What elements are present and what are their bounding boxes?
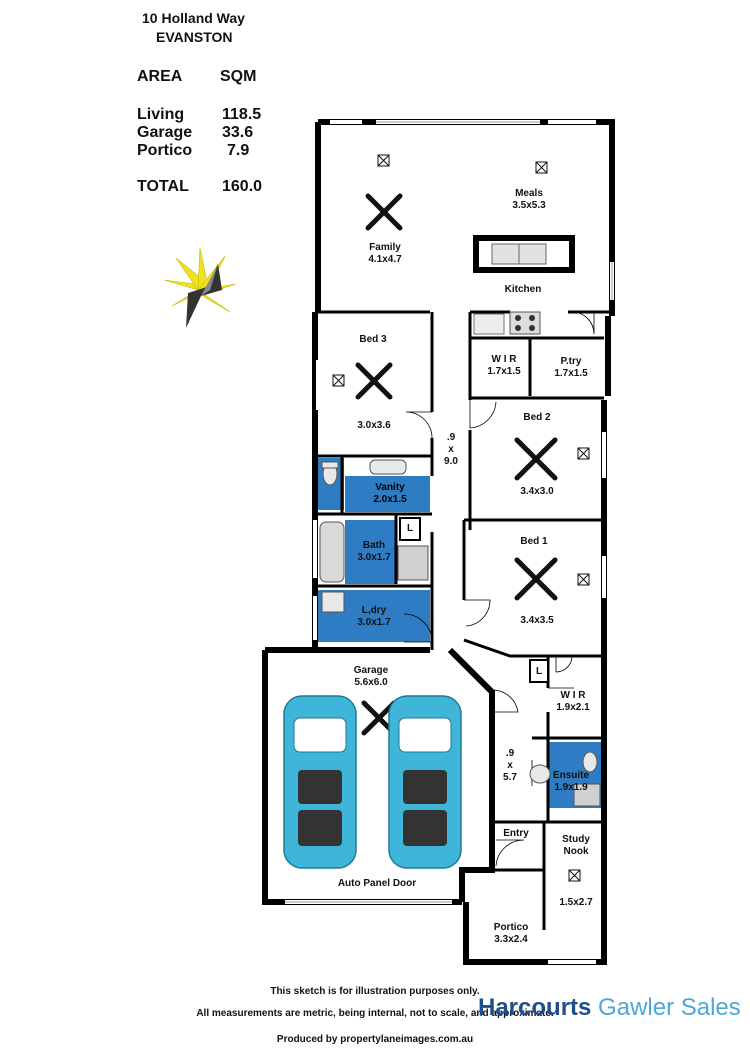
interior-walls — [318, 310, 610, 930]
car-icon — [283, 695, 462, 869]
compass-icon — [163, 247, 237, 328]
room-bed3: Bed 3 — [359, 334, 387, 345]
disclaimer-line-2: All measurements are metric, being inter… — [196, 1008, 554, 1019]
area-portico-value: 7.9 — [227, 142, 250, 159]
room-bed2-size: 3.4x3.0 — [520, 486, 554, 497]
address: 10 Holland Way — [142, 10, 245, 26]
room-entry: Entry — [503, 828, 529, 839]
area-total-value: 160.0 — [222, 178, 263, 195]
room-bed3-size: 3.0x3.6 — [357, 420, 391, 431]
window-lines — [285, 121, 613, 903]
light-point-icon — [332, 154, 590, 882]
area-garage-label: Garage — [137, 124, 193, 141]
brand-office: Gawler Sales — [598, 994, 741, 1021]
disclaimer-line-1: This sketch is for illustration purposes… — [270, 986, 480, 997]
bath-fill — [345, 520, 395, 584]
bathroom-fixtures — [319, 459, 601, 807]
garage-door-label: Auto Panel Door — [337, 878, 417, 889]
linen-cupboard: L — [406, 523, 414, 534]
kitchen-island — [473, 235, 575, 335]
room-study-size: 1.5x2.7 — [559, 897, 593, 908]
area-total-label: TOTAL — [137, 178, 189, 195]
area-living-label: Living — [137, 106, 185, 123]
area-portico-label: Portico — [137, 142, 193, 159]
producer-credit: Produced by propertylaneimages.com.au — [276, 1034, 474, 1045]
room-bed1: Bed 1 — [520, 536, 548, 547]
harcourts-logo: Harcourts Gawler Sales — [478, 994, 741, 1022]
suburb: EVANSTON — [156, 29, 233, 45]
room-bed1-size: 3.4x3.5 — [520, 615, 554, 626]
area-garage-value: 33.6 — [222, 124, 254, 141]
vanity-fill — [345, 476, 430, 512]
area-living-value: 118.5 — [222, 106, 262, 123]
area-header: AREA — [137, 68, 183, 85]
linen-cupboard-2: L — [535, 666, 543, 677]
room-kitchen: Kitchen — [504, 284, 542, 295]
door-swings — [403, 311, 595, 867]
ceiling-fan-icon — [355, 193, 558, 736]
brand-name: Harcourts — [478, 994, 592, 1021]
room-bed2: Bed 2 — [523, 412, 551, 423]
sqm-header: SQM — [220, 68, 257, 85]
